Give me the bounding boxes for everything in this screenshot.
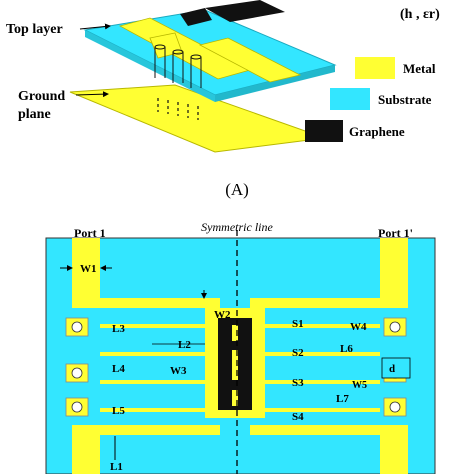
via-holes — [154, 44, 202, 88]
dim-L7: L7 — [336, 393, 349, 405]
port-right-label: Port 1' — [378, 226, 413, 240]
port-left-label: Port 1 — [74, 226, 106, 240]
dim-L6: L6 — [340, 343, 353, 355]
dim-L5: L5 — [112, 405, 125, 417]
legend: Metal Substrate Graphene — [305, 57, 436, 142]
port-right-feed — [380, 238, 408, 308]
dim-L4: L4 — [112, 363, 125, 375]
layout-schematic — [45, 230, 436, 474]
dim-W1: W1 — [80, 263, 97, 275]
ground-plane-label-line2: plane — [18, 107, 51, 122]
dim-L1: L1 — [110, 461, 123, 473]
legend-swatch-graphene — [305, 120, 343, 142]
symmetric-line-label: Symmetric line — [201, 220, 273, 234]
dim-S3: S3 — [292, 377, 304, 389]
dim-S4: S4 — [292, 411, 304, 423]
legend-label-graphene: Graphene — [349, 124, 405, 139]
ground-plane-label-line1: Ground — [18, 89, 65, 104]
dim-W4: W4 — [350, 321, 367, 333]
port-left-feed — [72, 238, 100, 308]
dim-W3: W3 — [170, 365, 187, 377]
legend-swatch-substrate — [330, 88, 370, 110]
dim-S2: S2 — [292, 347, 304, 359]
dim-L2: L2 — [178, 339, 191, 351]
top-layer-label: Top layer — [6, 22, 63, 37]
legend-label-substrate: Substrate — [378, 92, 432, 107]
dim-S1: S1 — [292, 318, 304, 330]
legend-label-metal: Metal — [403, 61, 436, 76]
params-label: (h , εr) — [400, 7, 440, 22]
graphene-strip — [205, 0, 285, 22]
layer-stack-illustration — [69, 0, 337, 153]
legend-swatch-metal — [355, 57, 395, 79]
dim-d: d — [389, 363, 395, 375]
caption-a: (A) — [225, 180, 249, 199]
dim-L3: L3 — [112, 323, 125, 335]
dim-W5: W5 — [352, 380, 367, 391]
dim-W2: W2 — [214, 309, 231, 321]
